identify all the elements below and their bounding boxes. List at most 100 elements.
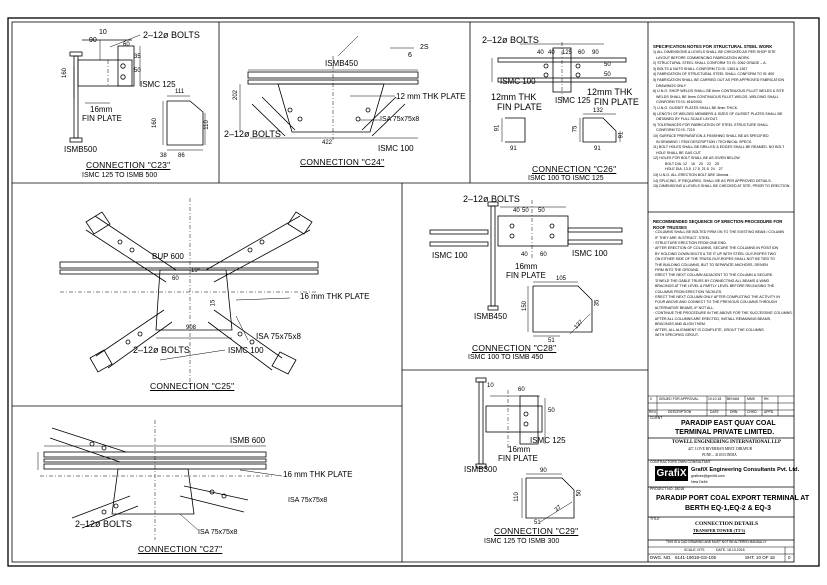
c25-dim-15: 15 bbox=[210, 299, 217, 307]
connection-c28-drawing bbox=[429, 200, 623, 337]
engineer-address: 427, LOVE RIVERBAN MEET, DIRAPUR bbox=[688, 447, 753, 451]
erection-note-item: · COLUMNS SHALL BE BOLTED FIRM ON TO THE… bbox=[653, 230, 784, 235]
erection-note-item: · STRUCTURE ERECTION FROM ONE END. bbox=[653, 241, 727, 245]
c29-dim-50b: 50 bbox=[576, 489, 583, 497]
project-label: PROJECT NO: 18018 bbox=[650, 487, 685, 491]
erection-note-item: FOUR ABOVE AND CONNECT TO THE PREVIOUS C… bbox=[653, 300, 778, 305]
c24-isa-label: ISA 75x75x8 bbox=[380, 116, 420, 123]
erection-note-item: FIRM INTO THE GROUND. bbox=[653, 268, 700, 273]
c23-dim-60: 60 bbox=[123, 42, 130, 48]
spec-note-item: 2) STRUCTURAL STEEL SHALL CONFORM TO IS:… bbox=[653, 61, 767, 66]
c27-isa-label: ISA 75x75x8 bbox=[288, 497, 328, 504]
client-name-1: PARADIP EAST QUAY COAL bbox=[681, 420, 776, 427]
c28-dim-51: 51 bbox=[548, 338, 555, 344]
contractor-label: CONTRACTORS OWN CONSULTANT bbox=[650, 460, 711, 464]
c29-beam-label: ISMB300 bbox=[464, 465, 497, 474]
spec-note-item: 5) FABRICATION SHALL BE CARRIED OUT AS P… bbox=[653, 77, 785, 82]
c27-beam-label: ISMB 600 bbox=[230, 436, 266, 445]
rev-chkd: MMS bbox=[747, 397, 755, 401]
c26-dim-75: 75 bbox=[572, 125, 579, 133]
c24-plate-label: 12 mm THK PLATE bbox=[396, 92, 466, 101]
c23-ismc-label: ISMC 125 bbox=[140, 80, 176, 89]
inner-border bbox=[11, 21, 795, 563]
erection-note-item: BRACINGS AND ALIGN THEM. bbox=[653, 322, 706, 327]
grafix-logo: GrafiX bbox=[655, 466, 688, 481]
erection-note-item: BRACINGS AT THE LEVEL & PARTLY LEVEL BEF… bbox=[653, 284, 775, 289]
scale-label: SCALE: NTS bbox=[684, 548, 705, 552]
erection-note-item: AFTER ALL COLUMNS ARE ERECTED, INSTALL R… bbox=[653, 316, 772, 321]
c25-dim-angle: 19° bbox=[191, 268, 201, 274]
c29-ismc-label: ISMC 125 bbox=[530, 436, 566, 445]
c27-plate-label: 16 mm THK PLATE bbox=[283, 470, 353, 479]
cad-note: THIS IS A CAD DRAWING AND MUST NOT BE AL… bbox=[666, 540, 767, 544]
c28-dim-60: 60 bbox=[540, 252, 547, 258]
c27-isa-label-2: ISA 75x75x8 bbox=[198, 529, 238, 536]
c26-plate-left-2: FIN PLATE bbox=[497, 102, 542, 112]
c23-dim-35: 35 bbox=[134, 54, 141, 60]
c27-bolts-label: 2–12ø BOLTS bbox=[75, 519, 132, 529]
rev-header-date: DATE bbox=[710, 410, 719, 414]
panel-grid bbox=[12, 22, 794, 562]
c24-dim-422: 422 bbox=[322, 140, 333, 146]
connection-c26-drawing bbox=[491, 42, 627, 143]
c29-dim-110: 110 bbox=[513, 492, 520, 502]
erection-heading: RECOMMENDED SEQUENCE OF ERECTION PROCEDU… bbox=[653, 219, 783, 230]
erection-note-item: · AFTER, ALL ALIGNMENT IS COMPLETE, GROU… bbox=[653, 327, 764, 332]
c26-plate-left-1: 12mm THK bbox=[491, 92, 537, 102]
c25-dim-60: 60 bbox=[172, 276, 179, 282]
spec-note-item: IN DRAWING / ITEM DESCRIPTION / TECHNICA… bbox=[653, 139, 753, 144]
connection-c27-drawing bbox=[37, 420, 283, 540]
c23-dim-38: 38 bbox=[160, 153, 167, 159]
erection-note-item: ALTERNATIVE BEAMS, IF NOT ALL. bbox=[653, 305, 715, 310]
c28-title: CONNECTION "C28" bbox=[472, 343, 557, 353]
spec-heading: SPECIFICATION NOTES FOR STRUCTURAL STEEL… bbox=[653, 44, 773, 49]
erection-note-item: ON EITHER SIDE OF THE TRUSS.GUY-ROPES SH… bbox=[653, 257, 775, 262]
c29-dim-60: 60 bbox=[518, 387, 525, 393]
dwg-no-label: DWG. NO. bbox=[650, 555, 672, 560]
project-name-2: BERTH EQ-1,EQ-2 & EQ-3 bbox=[685, 505, 771, 512]
c26-dim-91a: 91 bbox=[494, 124, 501, 132]
c23-dim-10: 10 bbox=[99, 29, 107, 36]
c25-title: CONNECTION "C25" bbox=[150, 381, 235, 391]
c25-bup-label: BUP 600 bbox=[152, 252, 184, 261]
c29-dim-90: 90 bbox=[540, 468, 547, 474]
erection-note-item: 'D'WELD THE GABLE TRUSS BY CONNECTING AL… bbox=[653, 278, 770, 283]
c28-plate-label-1: 16mm bbox=[515, 262, 538, 271]
erection-note-item: IF THEY ARE IN STRUCT. STEEL bbox=[653, 235, 710, 240]
c28-dim-105: 105 bbox=[556, 276, 567, 282]
c23-subtitle: ISMC 125 TO ISMB 500 bbox=[82, 172, 158, 179]
spec-list: 1) ALL DIMENSIONS & LEVELS SHALL BE CHEC… bbox=[653, 50, 791, 190]
c29-dim-50: 50 bbox=[548, 408, 555, 414]
spec-note-item: DRAWINGS ONLY bbox=[653, 83, 687, 88]
c25-bolts-label: 2–12ø BOLTS bbox=[133, 345, 190, 355]
revision-table: 0 ISSUED FOR APPROVAL 10.10.18 BEHAM MMS… bbox=[648, 396, 794, 416]
spec-note-item: 15) DIMENSIONS & LEVELS SHALL BE CHECKED… bbox=[653, 184, 791, 189]
c25-plate-label: 16 mm THK PLATE bbox=[300, 292, 370, 301]
spec-note-item: 10) SURFACE PREPARATION & FINISHING SHAL… bbox=[653, 133, 769, 138]
drawing-title-2: TRANSFER TOWER (TT-3) bbox=[693, 528, 746, 533]
c27-title: CONNECTION "C27" bbox=[138, 544, 223, 554]
c28-dim-40b: 40 bbox=[521, 252, 528, 258]
c23-bolts-label: 2–12ø BOLTS bbox=[143, 30, 200, 40]
c28-dim-35: 35 bbox=[594, 299, 601, 307]
spec-note-item: HOLE DIA. 13.5 17.5 21.5 24 27 bbox=[653, 167, 723, 172]
c26-dim-40a: 40 bbox=[537, 50, 544, 56]
c24-dim-2s: 2S bbox=[420, 44, 429, 51]
erection-notes: RECOMMENDED SEQUENCE OF ERECTION PROCEDU… bbox=[653, 219, 793, 338]
engineer-city: PUNE – 411033 INDIA bbox=[702, 453, 737, 457]
c26-dim-50b: 50 bbox=[604, 72, 611, 78]
spec-note-item: HOLE SHALL BE GAS CUT. bbox=[653, 150, 702, 155]
c24-dim-6: 6 bbox=[408, 52, 412, 59]
client-label: CLIENT bbox=[650, 416, 663, 420]
c23-dim-160: 160 bbox=[62, 67, 69, 79]
spec-note-item: WELDS SHALL BE 8mm CONTINUOUS FILLET WEL… bbox=[653, 94, 779, 99]
sheet-border bbox=[7, 17, 820, 567]
c26-dim-132: 132 bbox=[593, 108, 604, 114]
spec-note-item: 11) BOLT HOLES SHALL BE DRILLED & EDGES … bbox=[653, 145, 785, 150]
erection-note-item: · CONTINUE THE PROCEDURE IN THE ABOVE FO… bbox=[653, 311, 793, 316]
c23-dim-111: 111 bbox=[175, 89, 185, 95]
erection-note-item: WITH SPECIFIED GROUT. bbox=[653, 332, 699, 337]
engineer-name: TOWELL ENGINEERING INTERNATIONAL LLP bbox=[672, 440, 781, 445]
